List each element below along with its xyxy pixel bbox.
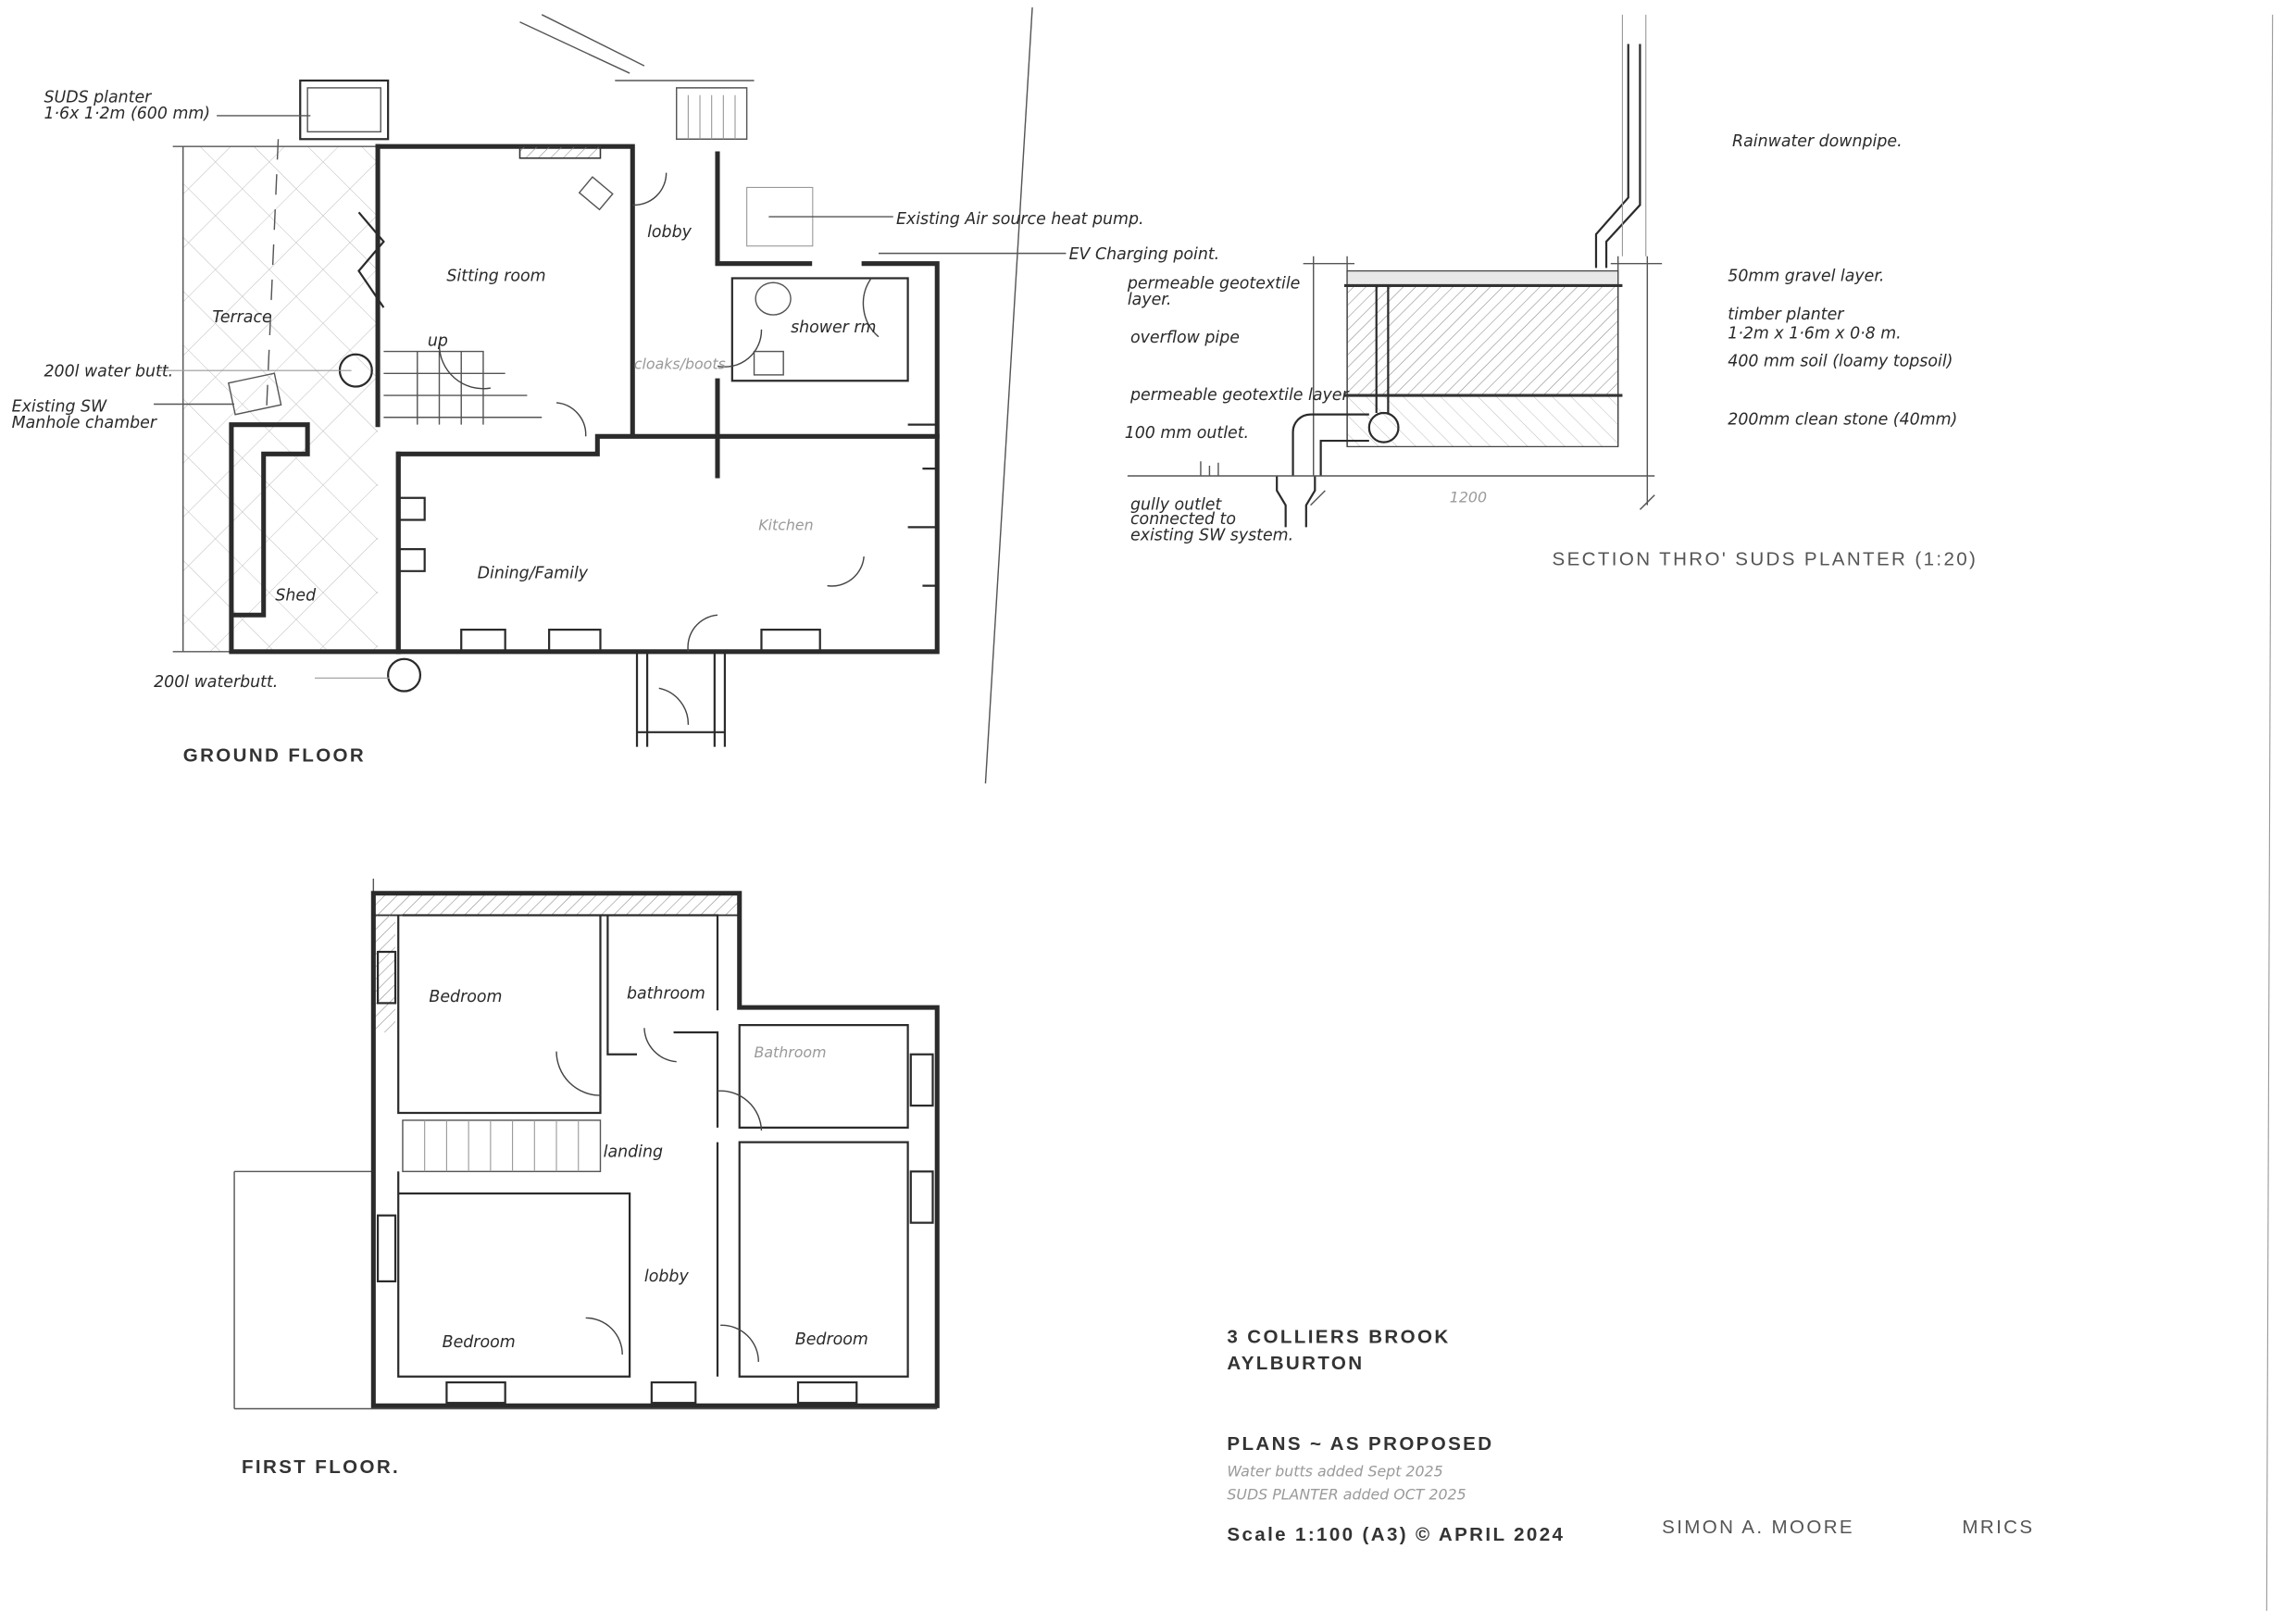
ground-floor-labels: SUDS planter 1·6x 1·2m (600 mm) Terrace … bbox=[12, 89, 1219, 767]
bedroom-1-label: Bedroom bbox=[429, 988, 502, 1006]
manhole-chamber bbox=[228, 372, 282, 416]
water-butt-label-2: 200l waterbutt. bbox=[154, 673, 278, 692]
gully-label-3: existing SW system. bbox=[1130, 527, 1293, 545]
water-butt-label-1: 200l water butt. bbox=[44, 362, 173, 381]
bathroom-label: Bathroom bbox=[755, 1043, 827, 1061]
gully-label-2: connected to bbox=[1130, 510, 1236, 529]
soil-label: 400 mm soil (loamy topsoil) bbox=[1728, 352, 1953, 370]
geotextile-bottom-label: permeable geotextile layer bbox=[1129, 386, 1350, 405]
sitting-room-label: Sitting room bbox=[446, 268, 545, 286]
heat-pump-label: Existing Air source heat pump. bbox=[896, 210, 1144, 229]
geotextile-top-label-2: layer. bbox=[1128, 291, 1172, 309]
outlet-pipe bbox=[1367, 411, 1400, 443]
section-title: SECTION THRO' SUDS PLANTER (1:20) bbox=[1553, 548, 1978, 569]
cloaks-label: cloaks/boots bbox=[634, 356, 726, 373]
rainwater-downpipe bbox=[1594, 44, 1641, 269]
planter-label-2: 1·2m x 1·6m x 0·8 m. bbox=[1728, 324, 1901, 343]
dimension-label: 1200 bbox=[1450, 488, 1487, 506]
terrace-label: Terrace bbox=[212, 308, 271, 327]
suds-planter-section bbox=[1127, 14, 1663, 528]
planter-label-1: timber planter bbox=[1728, 306, 1845, 324]
suds-planter-label: SUDS planter bbox=[44, 89, 153, 107]
author-name: SIMON A. MOORE bbox=[1662, 1517, 1854, 1538]
section-labels: permeable geotextile layer. overflow pip… bbox=[1125, 132, 1978, 569]
bedroom-2-label: Bedroom bbox=[443, 1333, 516, 1352]
shed-label: Shed bbox=[275, 586, 317, 605]
title-block: 3 COLLIERS BROOK AYLBURTON PLANS ~ AS PR… bbox=[1227, 1326, 2034, 1545]
small-bathroom-label: bathroom bbox=[627, 985, 705, 1004]
stone-label: 200mm clean stone (40mm) bbox=[1728, 411, 1957, 430]
geotextile-top-label-1: permeable geotextile bbox=[1127, 275, 1300, 294]
water-butt-2 bbox=[387, 657, 422, 693]
suds-planter bbox=[299, 79, 390, 141]
first-floor-stairs bbox=[402, 1119, 602, 1172]
author-qualification: MRICS bbox=[1962, 1517, 2034, 1538]
kitchen-label: Kitchen bbox=[758, 517, 813, 534]
suds-planter-size: 1·6x 1·2m (600 mm) bbox=[44, 105, 210, 123]
scale-date: Scale 1:100 (A3) © APRIL 2024 bbox=[1227, 1524, 1565, 1545]
ground-floor-plan bbox=[154, 14, 1067, 747]
stone-layer bbox=[1346, 394, 1619, 448]
ground-stairs bbox=[383, 344, 543, 425]
address-line-2: AYLBURTON bbox=[1227, 1353, 1364, 1374]
overflow-pipe-label: overflow pipe bbox=[1130, 329, 1240, 347]
bedroom-3-label: Bedroom bbox=[795, 1330, 868, 1349]
stairs-up-label: up bbox=[428, 331, 448, 350]
ground-floor-title: GROUND FLOOR bbox=[183, 744, 366, 766]
first-floor-labels: Bedroom bathroom Bathroom landing lobby … bbox=[242, 985, 868, 1478]
gully-outlet bbox=[1276, 476, 1316, 528]
lobby-label-ff: lobby bbox=[644, 1268, 690, 1286]
first-floor-plan bbox=[233, 878, 940, 1410]
dining-label: Dining/Family bbox=[478, 565, 589, 583]
address-line-1: 3 COLLIERS BROOK bbox=[1227, 1326, 1450, 1347]
ev-point-label: EV Charging point. bbox=[1069, 245, 1220, 264]
gravel-layer bbox=[1346, 269, 1619, 287]
outlet-label: 100 mm outlet. bbox=[1125, 424, 1249, 443]
first-floor-title: FIRST FLOOR. bbox=[242, 1456, 400, 1478]
manhole-label-2: Manhole chamber bbox=[12, 414, 158, 432]
manhole-label-1: Existing SW bbox=[12, 397, 107, 416]
gravel-label: 50mm gravel layer. bbox=[1728, 268, 1884, 286]
soil-layer bbox=[1346, 284, 1619, 396]
gully-label-1: gully outlet bbox=[1130, 495, 1222, 514]
revision-2: SUDS PLANTER added OCT 2025 bbox=[1227, 1486, 1466, 1504]
landing-label: landing bbox=[604, 1143, 663, 1161]
sheet-right-edge bbox=[2265, 14, 2274, 1611]
sheet-divider bbox=[984, 6, 1033, 784]
downpipe-label: Rainwater downpipe. bbox=[1732, 132, 1903, 151]
lobby-label: lobby bbox=[647, 223, 693, 242]
shower-room-label: shower rm bbox=[791, 319, 876, 337]
revision-1: Water butts added Sept 2025 bbox=[1227, 1462, 1442, 1480]
drawing-title: PLANS ~ AS PROPOSED bbox=[1227, 1433, 1493, 1455]
